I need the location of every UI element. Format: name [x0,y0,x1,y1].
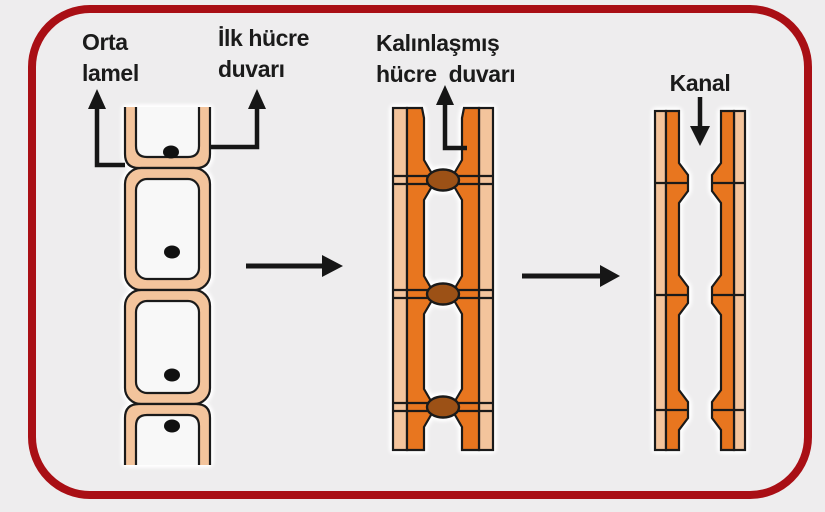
canal-label: Kanal [650,68,750,99]
primary-wall-band [391,106,409,452]
label-line: İlk hücre [218,25,309,51]
middle-lamella-arrow [88,89,125,168]
cell-junction-lines [655,181,745,412]
cell-junction-lines [393,174,493,413]
pit-oval [425,395,461,419]
nucleus-dot [164,245,180,259]
label-line: Orta [82,29,128,55]
label-line: Kalınlaşmış [376,30,500,56]
stage3-cell-column [653,109,747,452]
secondary-wall-band [405,106,433,452]
secondary-wall-band [710,109,736,452]
primary-wall-band [732,109,747,452]
rounded-red-border [28,5,812,499]
primary-wall-band [477,106,495,452]
thickened-wall-arrow [436,85,467,151]
primary-wall-label: İlk hücre duvarı [218,23,309,85]
label-line: Kanal [669,70,731,96]
thickened-wall-label: Kalınlaşmış hücre duvarı [376,28,516,90]
secondary-wall-band [453,106,481,452]
cell-lumen [134,299,201,395]
nucleus-dot [164,419,180,433]
label-line: hücre duvarı [376,61,516,87]
primary-wall-arrow [211,89,266,150]
label-line: lamel [82,60,139,86]
pit-oval [425,168,461,192]
stage-arrow-1 [246,255,343,277]
nucleus-dot [164,368,180,382]
pit-oval [425,282,461,306]
stage1-cell-column [123,107,212,465]
cell-lumen [134,413,201,465]
cell-lumen [134,177,201,281]
stage2-cell-column [391,106,495,452]
middle-lamella-label: Orta lamel [82,27,139,89]
secondary-wall-band [664,109,690,452]
primary-wall-band [653,109,668,452]
canal-arrow [690,97,710,146]
nucleus-dot [163,145,179,159]
label-line: duvarı [218,56,285,82]
stage-arrow-2 [522,265,620,287]
